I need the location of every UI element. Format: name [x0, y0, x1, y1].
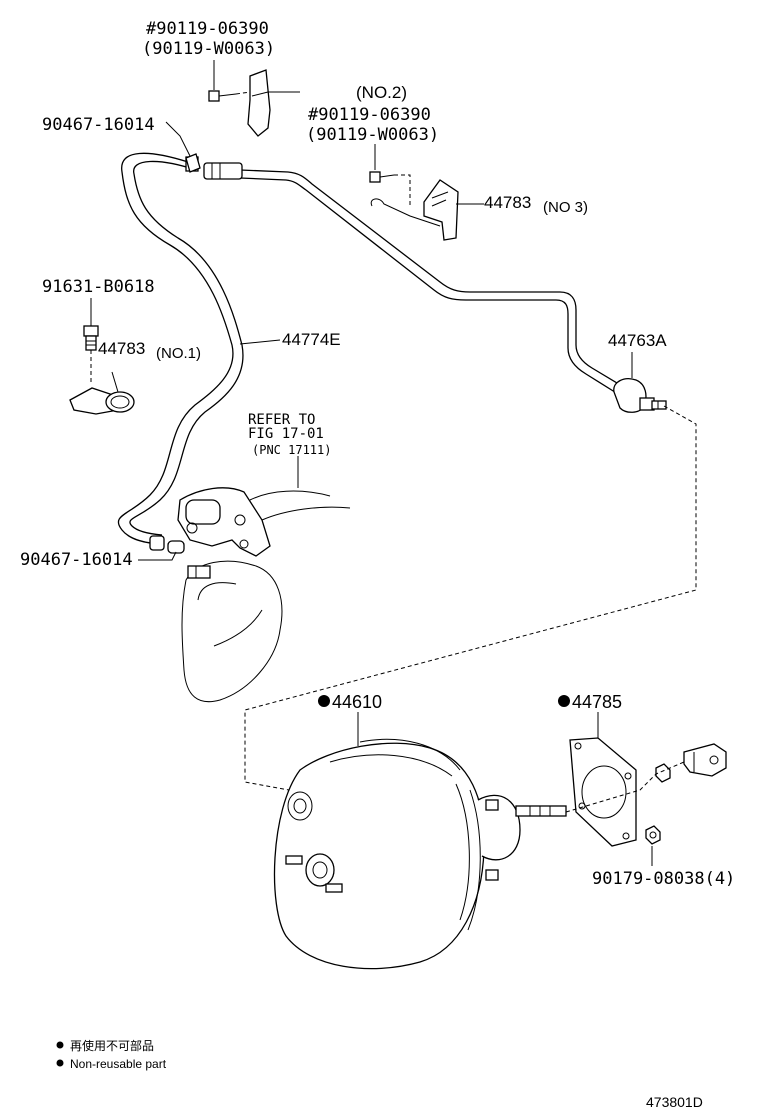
master-cylinder-reference — [177, 487, 351, 703]
legend-japanese: 再使用不可部品 — [70, 1038, 154, 1053]
refer-line1: REFER TO — [248, 412, 315, 428]
clip-top-alt: (90119-W0063) — [142, 39, 275, 59]
clip-mid-code: #90119-06390 — [308, 105, 431, 125]
clip-top-code: #90119-06390 — [146, 19, 269, 39]
diagram-code: 473801D — [646, 1094, 703, 1110]
nut-90179-icon[interactable] — [645, 825, 661, 845]
bolt-mid-icon[interactable] — [369, 171, 395, 183]
clamp-upper-label: 90467-16014 — [42, 115, 155, 135]
gasket-44785[interactable] — [569, 737, 637, 847]
clevis-icon[interactable] — [683, 743, 727, 777]
clamp-lower-icon[interactable] — [149, 535, 185, 554]
gasket-label: 44785 — [572, 692, 622, 712]
hose-leader — [239, 339, 281, 345]
bolt-label: 91631-B0618 — [42, 277, 155, 297]
brake-booster-44610[interactable] — [273, 738, 567, 970]
assembly-dashed-line — [244, 405, 697, 793]
clip-top-dash — [235, 91, 251, 95]
bracket-no3-code: 44783 — [484, 193, 531, 212]
booster-label: 44610 — [332, 692, 382, 712]
nut-label: 90179-08038(4) — [592, 869, 735, 889]
clamp-lower-label: 90467-16014 — [20, 550, 133, 570]
clamp-lower-leader — [138, 551, 177, 561]
clip-mid-dash — [394, 174, 411, 208]
check-valve-44763A[interactable] — [613, 378, 667, 413]
vacuum-pipe[interactable] — [239, 169, 623, 395]
lock-nut-icon[interactable] — [655, 763, 671, 783]
check-valve-label: 44763A — [608, 331, 667, 350]
refer-line2: FIG 17-01 — [248, 426, 324, 442]
clamp-upper-icon[interactable] — [185, 153, 201, 173]
hose-label: 44774E — [282, 330, 341, 349]
bracket-no3[interactable] — [370, 179, 459, 241]
bracket-no1-code: 44783 — [98, 339, 145, 358]
bracket-no2[interactable] — [247, 69, 300, 137]
legend-dot-japanese — [56, 1041, 64, 1049]
clevis-dash — [565, 761, 685, 813]
no2-label: (NO.2) — [356, 83, 407, 102]
clip-mid-alt: (90119-W0063) — [306, 125, 439, 145]
clamp-upper-leader — [165, 121, 191, 157]
bracket-no1[interactable] — [69, 371, 135, 415]
legend-dot-english — [56, 1059, 64, 1067]
booster-non-reusable-dot — [318, 695, 330, 707]
bolt-top-icon[interactable] — [208, 90, 237, 102]
gasket-non-reusable-dot — [558, 695, 570, 707]
bracket-no3-suffix: (NO 3) — [543, 199, 588, 216]
bracket-no1-suffix: (NO.1) — [156, 345, 201, 362]
legend: 再使用不可部品 Non-reusable part — [56, 1038, 167, 1071]
refer-line3: (PNC 17111) — [252, 443, 331, 457]
legend-english: Non-reusable part — [70, 1057, 167, 1071]
bolt-91631-icon[interactable] — [83, 325, 99, 351]
vacuum-hose-44774E[interactable] — [117, 152, 244, 545]
